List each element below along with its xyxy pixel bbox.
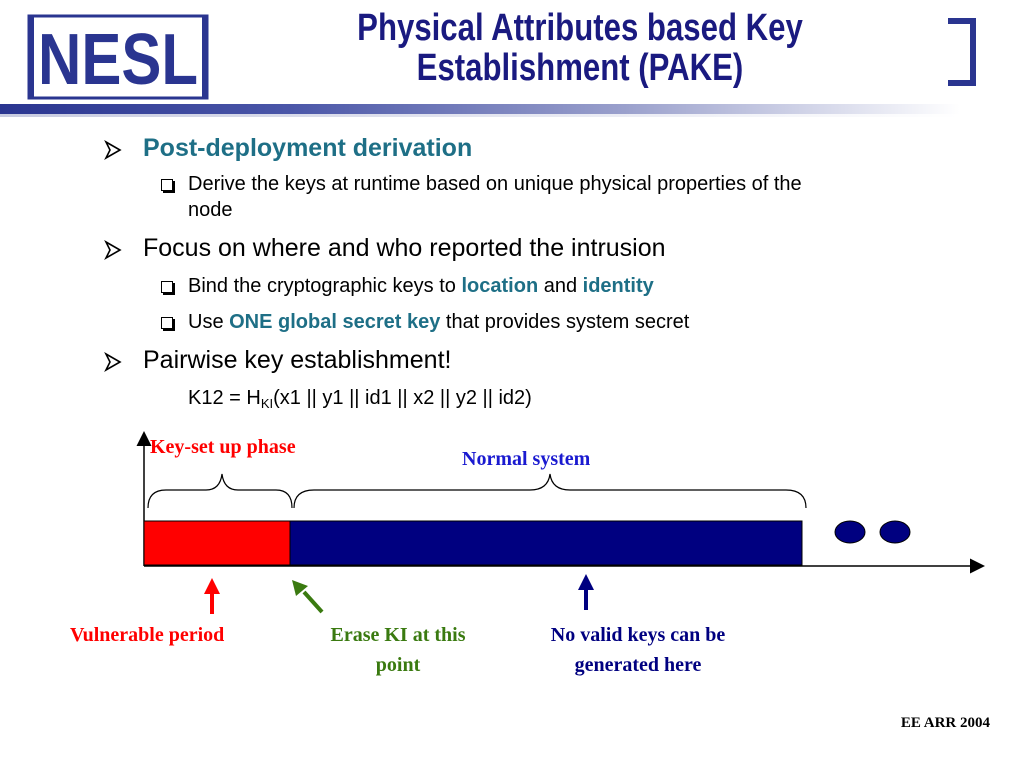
normal-system-bar xyxy=(289,520,803,566)
key-setup-brace xyxy=(147,473,293,509)
normal-system-brace xyxy=(293,473,807,509)
arrow-bullet-icon xyxy=(104,140,122,160)
arrow-bullet-icon xyxy=(104,240,122,260)
pairwise-key-formula: K12 = HKI(x1 || y1 || id1 || x2 || y2 ||… xyxy=(188,387,532,411)
formula-text: (x1 || y1 || id1 || x2 || y2 || id2) xyxy=(273,387,532,409)
continuation-dot xyxy=(879,520,911,544)
sub-bullet-text: Use xyxy=(188,311,230,333)
highlight-global-secret-key: ONE global secret key xyxy=(229,311,441,333)
sub-bullet-text: that provides system secret xyxy=(440,311,690,333)
logo-text: NESL xyxy=(38,20,198,100)
checkbox-bullet-icon xyxy=(161,317,173,329)
nesl-logo: NESL xyxy=(27,14,209,100)
bullet-3: Pairwise key establishment! xyxy=(143,346,452,374)
highlight-location: location xyxy=(461,275,539,297)
arrow-bullet-icon xyxy=(104,352,122,372)
sub-bullet-text: Bind the cryptographic keys to xyxy=(188,275,462,297)
sub-bullet-1-1-line-2: node xyxy=(188,199,233,221)
sub-bullet-1-1-line-1: Derive the keys at runtime based on uniq… xyxy=(188,173,802,195)
key-setup-bar xyxy=(143,520,291,566)
key-lifecycle-timeline xyxy=(136,431,985,614)
highlight-identity: identity xyxy=(582,275,654,297)
sub-bullet-2-2: Use ONE global secret key that provides … xyxy=(188,311,689,334)
erase-ki-label: Erase KI at this point xyxy=(306,620,490,680)
title-line-2: Establishment (PAKE) xyxy=(416,47,744,89)
decorative-bracket xyxy=(948,18,976,86)
title-divider-shadow xyxy=(0,114,960,117)
no-valid-keys-label-line-2: generated here xyxy=(574,654,702,676)
erase-ki-label-line-1: Erase KI at this xyxy=(330,624,466,646)
footer-text: EE ARR 2004 xyxy=(900,715,990,731)
vulnerable-period-label: Vulnerable period xyxy=(70,624,225,646)
erase-arrow-shaft xyxy=(302,590,324,614)
key-setup-label: Key-set up phase xyxy=(150,436,296,458)
erase-ki-label-line-2: point xyxy=(375,654,421,676)
erase-arrow-icon xyxy=(292,580,308,596)
no-valid-keys-label-line-1: No valid keys can be xyxy=(550,624,726,646)
title-line-1: Physical Attributes based Key xyxy=(357,7,803,49)
checkbox-bullet-icon xyxy=(161,179,173,191)
no-valid-keys-label: No valid keys can be generated here xyxy=(518,620,758,680)
continuation-dot xyxy=(834,520,866,544)
sub-bullet-text: and xyxy=(538,275,583,297)
formula-subscript: KI xyxy=(260,396,274,411)
sub-bullet-2-1: Bind the cryptographic keys to location … xyxy=(188,275,654,298)
bullet-2: Focus on where and who reported the intr… xyxy=(143,234,666,262)
formula-text: K12 = H xyxy=(188,387,261,409)
slide-title: Physical Attributes based Key Establishm… xyxy=(318,8,843,88)
vulnerable-arrow-icon xyxy=(204,578,220,594)
checkbox-bullet-icon xyxy=(161,281,173,293)
normal-system-label: Normal system xyxy=(462,448,591,470)
title-divider xyxy=(0,104,960,114)
no-valid-keys-arrow-icon xyxy=(578,574,594,590)
bullet-1: Post-deployment derivation xyxy=(143,134,473,162)
